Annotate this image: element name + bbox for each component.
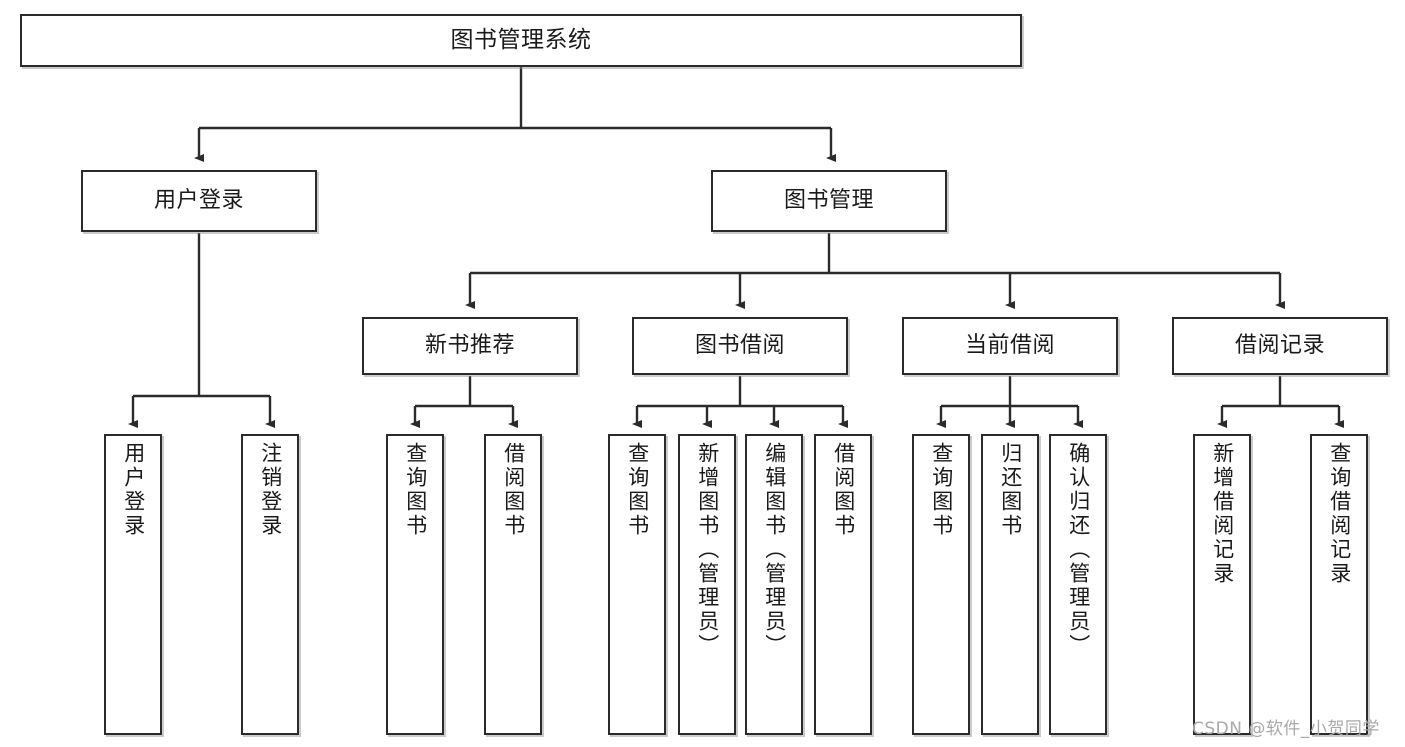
- leaf-book-borrow-edit-book-admin[interactable]: 编辑图书（管理员）: [745, 434, 803, 735]
- node-book-management[interactable]: 图书管理: [711, 170, 947, 232]
- node-label: 查询图书: [929, 442, 954, 538]
- node-new-book-recommend[interactable]: 新书推荐: [362, 317, 578, 375]
- leaf-book-borrow-borrow-book[interactable]: 借阅图书: [814, 434, 872, 735]
- node-label: 借阅图书: [501, 442, 526, 538]
- node-label: 图书管理: [783, 188, 874, 214]
- leaf-current-borrow-confirm-return-admin[interactable]: 确认归还（管理员）: [1049, 434, 1107, 735]
- leaf-current-borrow-return-book[interactable]: 归还图书: [981, 434, 1039, 735]
- node-label: 注销登录: [258, 442, 283, 538]
- node-user-login[interactable]: 用户登录: [81, 170, 317, 232]
- leaf-current-borrow-query-book[interactable]: 查询图书: [912, 434, 970, 735]
- node-borrow-record[interactable]: 借阅记录: [1172, 317, 1388, 375]
- leaf-user-login-logout[interactable]: 注销登录: [241, 434, 299, 735]
- leaf-borrow-record-add-record[interactable]: 新增借阅记录: [1193, 434, 1251, 735]
- node-book-borrow[interactable]: 图书借阅: [632, 317, 848, 375]
- node-label: 用户登录: [153, 188, 244, 214]
- node-label: 图书借阅: [694, 333, 785, 359]
- node-label: 查询图书: [403, 442, 428, 538]
- node-current-borrow[interactable]: 当前借阅: [902, 317, 1118, 375]
- leaf-book-borrow-query-book[interactable]: 查询图书: [608, 434, 666, 735]
- leaf-borrow-record-query-record[interactable]: 查询借阅记录: [1310, 434, 1368, 735]
- node-label: 当前借阅: [964, 333, 1055, 359]
- node-label: 归还图书: [998, 442, 1023, 538]
- leaf-user-login-login[interactable]: 用户登录: [104, 434, 162, 735]
- node-label: 确认归还（管理员）: [1066, 442, 1091, 658]
- node-label: 新增借阅记录: [1210, 442, 1235, 586]
- node-label: 借阅记录: [1234, 333, 1325, 359]
- node-label: 查询图书: [625, 442, 650, 538]
- csdn-watermark: CSDN @软件_小贺同学: [1192, 719, 1380, 739]
- node-label: 查询借阅记录: [1327, 442, 1352, 586]
- node-root-book-management-system[interactable]: 图书管理系统: [20, 14, 1022, 67]
- node-label: 新书推荐: [424, 333, 515, 359]
- node-label: 图书管理系统: [450, 26, 592, 53]
- leaf-new-book-borrow-book[interactable]: 借阅图书: [484, 434, 542, 735]
- node-label: 借阅图书: [831, 442, 856, 538]
- leaf-new-book-query-book[interactable]: 查询图书: [386, 434, 444, 735]
- node-label: 用户登录: [121, 442, 146, 538]
- leaf-book-borrow-add-book-admin[interactable]: 新增图书（管理员）: [678, 434, 736, 735]
- node-label: 新增图书（管理员）: [695, 442, 720, 658]
- node-label: 编辑图书（管理员）: [762, 442, 787, 658]
